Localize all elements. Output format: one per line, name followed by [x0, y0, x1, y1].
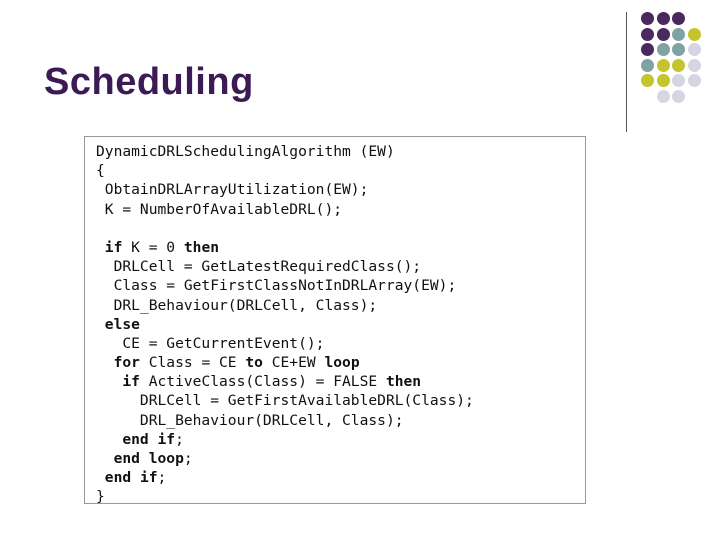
- code-figure: DynamicDRLSchedulingAlgorithm (EW) { Obta…: [84, 136, 586, 507]
- teal-dot: [641, 58, 654, 72]
- code-keyword: for: [113, 354, 140, 372]
- code-text: ;: [183, 450, 193, 467]
- purple-dot: [656, 27, 670, 41]
- code-line: Class = GetFirstClassNotInDRLArray(EW);: [96, 276, 474, 295]
- purple-dot: [656, 12, 670, 25]
- purple-dot: [641, 12, 654, 25]
- code-text: K = 0: [122, 238, 184, 256]
- code-line: DRL_Behaviour(DRLCell, Class);: [96, 411, 474, 430]
- code-keyword: end loop: [113, 450, 184, 467]
- gray-dot: [656, 89, 670, 103]
- code-text: Class = GetFirstClassNotInDRLArray(EW);: [96, 277, 457, 295]
- yellow-dot: [687, 27, 701, 41]
- code-text: Class = CE: [139, 354, 246, 372]
- code-line: DRLCell = GetLatestRequiredClass();: [96, 257, 474, 276]
- gray-dot: [672, 74, 685, 87]
- code-line: ObtainDRLArrayUtilization(EW);: [96, 180, 474, 199]
- code-text: {: [96, 162, 105, 180]
- code-line: DRL_Behaviour(DRLCell, Class);: [96, 296, 474, 315]
- gray-dot: [687, 58, 701, 72]
- code-text: ;: [175, 430, 184, 448]
- code-line: }: [96, 487, 474, 506]
- code-line: for Class = CE to CE+EW loop: [96, 353, 474, 372]
- gray-dot: [672, 89, 685, 103]
- code-line: K = NumberOfAvailableDRL();: [96, 200, 474, 219]
- purple-dot: [641, 27, 654, 41]
- code-keyword: if: [104, 238, 123, 256]
- code-keyword: then: [385, 373, 422, 391]
- teal-dot: [656, 43, 670, 56]
- code-text: ObtainDRLArrayUtilization(EW);: [96, 181, 369, 199]
- code-line: DRLCell = GetFirstAvailableDRL(Class);: [96, 391, 474, 410]
- code-text: CE+EW: [262, 354, 325, 372]
- code-text: DRLCell = GetLatestRequiredClass();: [96, 258, 422, 276]
- code-text: DynamicDRLSchedulingAlgorithm (EW): [96, 143, 395, 160]
- code-text: [96, 354, 114, 371]
- code-line: end if;: [96, 430, 474, 449]
- code-text: [96, 373, 122, 390]
- purple-dot: [672, 12, 685, 25]
- pseudocode-listing: DynamicDRLSchedulingAlgorithm (EW) { Obta…: [96, 142, 474, 507]
- code-line: [96, 219, 474, 238]
- code-keyword: then: [183, 238, 220, 256]
- code-text: ActiveClass(Class) = FALSE: [139, 373, 386, 391]
- gray-dot: [687, 43, 701, 56]
- code-keyword: end if: [122, 430, 176, 448]
- code-text: K = NumberOfAvailableDRL();: [96, 200, 343, 218]
- code-text: [96, 450, 114, 467]
- yellow-dot: [672, 58, 685, 72]
- code-line: end loop;: [96, 449, 474, 468]
- code-line: {: [96, 161, 474, 180]
- purple-dot: [641, 43, 654, 56]
- yellow-dot: [656, 58, 670, 72]
- yellow-dot: [656, 74, 670, 87]
- teal-dot: [672, 27, 685, 41]
- code-line: if K = 0 then: [96, 238, 474, 257]
- code-text: DRL_Behaviour(DRLCell, Class);: [96, 411, 404, 429]
- code-line: CE = GetCurrentEvent();: [96, 334, 474, 353]
- code-keyword: if: [122, 373, 140, 391]
- code-keyword: loop: [324, 354, 360, 372]
- code-line: DynamicDRLSchedulingAlgorithm (EW): [96, 142, 474, 161]
- code-text: [96, 431, 122, 448]
- teal-dot: [672, 43, 685, 56]
- slide-title: Scheduling: [44, 61, 254, 103]
- code-text: }: [96, 488, 105, 506]
- code-line: end if;: [96, 468, 474, 487]
- code-line: if ActiveClass(Class) = FALSE then: [96, 372, 474, 391]
- yellow-dot: [641, 74, 654, 87]
- code-text: DRLCell = GetFirstAvailableDRL(Class);: [96, 392, 474, 410]
- code-text: [96, 239, 105, 256]
- code-line: else: [96, 315, 474, 334]
- code-keyword: to: [245, 354, 263, 372]
- code-text: DRL_Behaviour(DRLCell, Class);: [96, 296, 378, 314]
- code-keyword: else: [104, 315, 140, 333]
- code-text: CE = GetCurrentEvent();: [96, 334, 325, 352]
- code-text: [96, 469, 105, 486]
- gray-dot: [687, 74, 701, 87]
- vertical-divider: [626, 12, 627, 132]
- code-text: ;: [157, 469, 167, 487]
- code-keyword: end if: [104, 469, 158, 487]
- code-text: [96, 316, 105, 333]
